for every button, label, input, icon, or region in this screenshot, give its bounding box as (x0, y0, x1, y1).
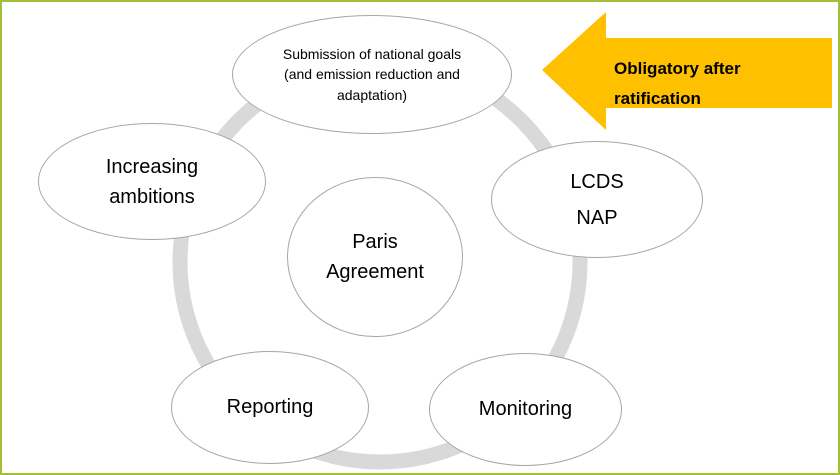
node-increasing-ambitions-label: Increasing ambitions (105, 155, 199, 208)
node-monitoring: Monitoring (429, 353, 622, 466)
node-reporting-label: Reporting (226, 396, 314, 418)
node-paris-agreement: Paris Agreement (287, 177, 463, 337)
node-submission: Submission of national goals (and emissi… (232, 15, 512, 134)
node-submission-label: Submission of national goals (and emissi… (282, 46, 462, 103)
callout-label: Obligatory after ratification (614, 59, 741, 108)
node-lcds-nap: LCDS NAP (491, 141, 703, 258)
node-monitoring-label: Monitoring (478, 398, 573, 420)
node-reporting: Reporting (171, 351, 369, 464)
node-increasing-ambitions: Increasing ambitions (38, 123, 266, 240)
left-arrow-icon (542, 12, 832, 130)
obligatory-callout-arrow: Obligatory after ratification (540, 8, 834, 134)
node-paris-agreement-label: Paris Agreement (326, 231, 424, 283)
left-arrow-shape (542, 12, 832, 130)
node-lcds-nap-label: LCDS NAP (570, 170, 624, 229)
